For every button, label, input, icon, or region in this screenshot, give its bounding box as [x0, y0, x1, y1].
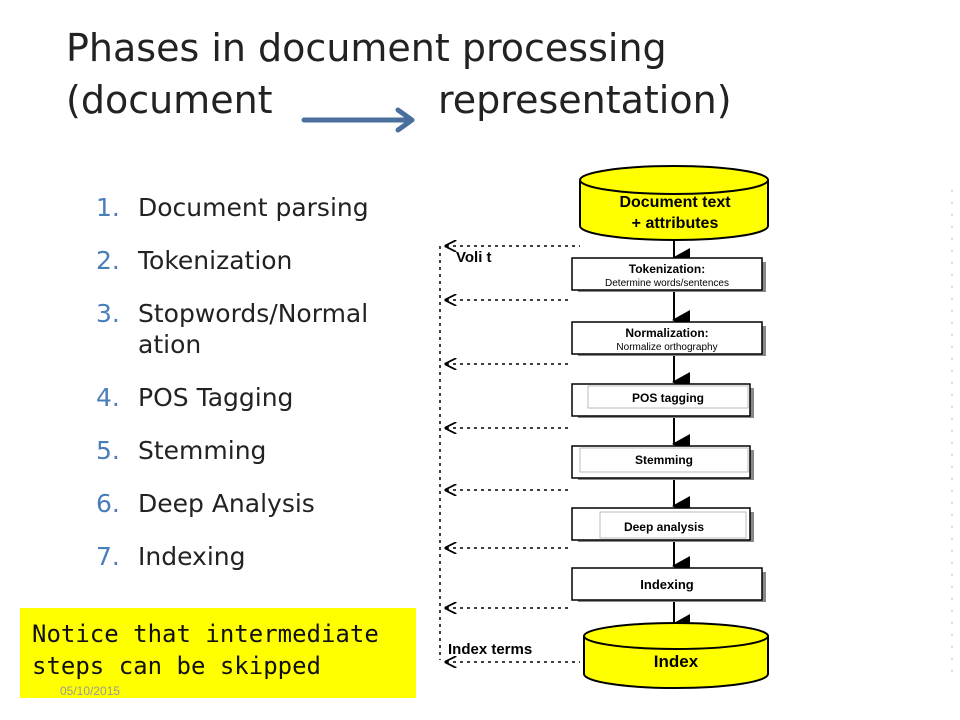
skip-notice-callout: Notice that intermediate steps can be sk…	[20, 608, 416, 698]
cylinder-label-line2: + attributes	[632, 215, 719, 232]
index-cylinder: Index	[583, 622, 769, 689]
normalization-box: Normalization: Normalize orthography	[571, 321, 766, 356]
document-text-cylinder: Document text + attributes	[579, 165, 769, 241]
tokenization-subtitle: Determine words/sentences	[605, 278, 729, 289]
index-cylinder-label: Index	[654, 652, 699, 671]
tokenization-title: Tokenization:	[629, 262, 705, 276]
list-item: 4.POS Tagging	[96, 383, 294, 412]
title-line-1: Phases in document processing	[66, 26, 667, 70]
list-item: 3.Stopwords/Normal ation	[96, 299, 369, 359]
stemming-box: Stemming	[571, 445, 754, 480]
cylinder-label-line1: Document text	[619, 194, 731, 211]
pos-tagging-label: POS tagging	[632, 391, 704, 405]
normalization-title: Normalization:	[625, 326, 708, 340]
title-part-representation: representation)	[438, 78, 732, 122]
list-item: 6.Deep Analysis	[96, 489, 315, 518]
deep-analysis-label: Deep analysis	[624, 520, 704, 534]
index-terms-label: Index terms	[448, 641, 532, 658]
processing-steps-list: 1.Document parsing 2.Tokenization 3.Stop…	[96, 192, 426, 594]
tokenization-box: Tokenization: Determine words/sentences	[571, 257, 766, 292]
deep-analysis-box: Deep analysis	[571, 507, 754, 542]
normalization-subtitle: Normalize orthography	[616, 342, 717, 353]
skip-lines	[439, 246, 580, 662]
list-item: 2.Tokenization	[96, 246, 293, 275]
partial-label: Voli t	[456, 249, 492, 266]
indexing-label: Indexing	[640, 577, 694, 592]
stemming-label: Stemming	[635, 453, 693, 467]
pos-tagging-box: POS tagging	[571, 383, 754, 418]
indexing-box: Indexing	[571, 567, 766, 602]
list-item: 1.Document parsing	[96, 193, 369, 222]
slide-title: Phases in document processing (document …	[66, 22, 946, 126]
list-item: 5.Stemming	[96, 436, 267, 465]
title-part-document: (document	[66, 78, 273, 122]
list-item: 7.Indexing	[96, 542, 246, 571]
title-arrow-icon	[301, 107, 415, 133]
slide-date: 05/10/2015	[60, 684, 121, 698]
